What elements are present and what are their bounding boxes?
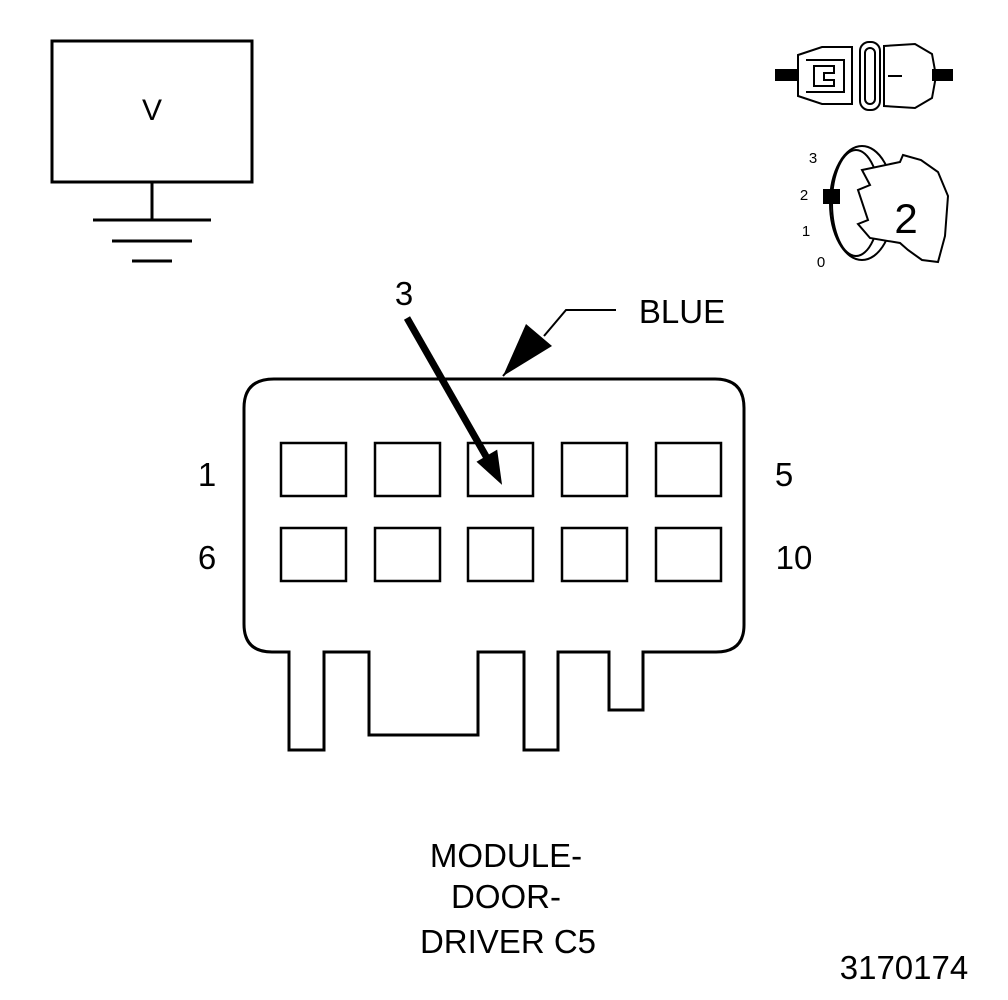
disconnect-connector-icon xyxy=(775,41,953,111)
pin-cavities xyxy=(279,441,723,583)
connector-caption: MODULE- DOOR- DRIVER C5 xyxy=(420,837,596,960)
switch-position-2: 2 xyxy=(800,187,808,204)
figure-number: 3170174 xyxy=(840,949,968,986)
connector-face: 1 5 6 10 3 BLUE xyxy=(198,275,813,752)
switch-selected-position: 2 xyxy=(894,195,917,242)
voltmeter-symbol: V xyxy=(50,39,254,263)
switch-position-0: 0 xyxy=(817,254,825,271)
connector-color-label: BLUE xyxy=(639,293,725,330)
caption-line-1: MODULE- xyxy=(430,837,582,874)
pin-cavity-6 xyxy=(279,526,348,583)
voltmeter-label: V xyxy=(142,94,162,127)
callout-arrow xyxy=(403,316,503,485)
caption-line-3: DRIVER C5 xyxy=(420,923,596,960)
pin-cavity-4 xyxy=(560,441,629,498)
color-leader-line xyxy=(502,309,616,377)
caption-line-2: DOOR- xyxy=(451,878,561,915)
pin-label-1: 1 xyxy=(198,456,216,493)
pin-cavity-3 xyxy=(466,441,535,498)
pin-cavity-2 xyxy=(373,441,442,498)
pin-cavity-5 xyxy=(654,441,723,498)
pin-cavity-9 xyxy=(560,526,629,583)
callout-pin-number: 3 xyxy=(395,275,413,312)
pin-cavity-10 xyxy=(654,526,723,583)
switch-position-1: 1 xyxy=(802,223,810,240)
ignition-switch-icon: 3 2 1 0 2 xyxy=(800,145,950,271)
voltmeter-box xyxy=(50,39,254,184)
switch-position-3: 3 xyxy=(809,150,817,167)
pin-label-6: 6 xyxy=(198,539,216,576)
pin-cavity-8 xyxy=(466,526,535,583)
pin-cavity-7 xyxy=(373,526,442,583)
pin-label-5: 5 xyxy=(775,456,793,493)
pin-cavity-1 xyxy=(279,441,348,498)
ground-icon xyxy=(93,182,211,263)
pin-label-10: 10 xyxy=(776,539,813,576)
